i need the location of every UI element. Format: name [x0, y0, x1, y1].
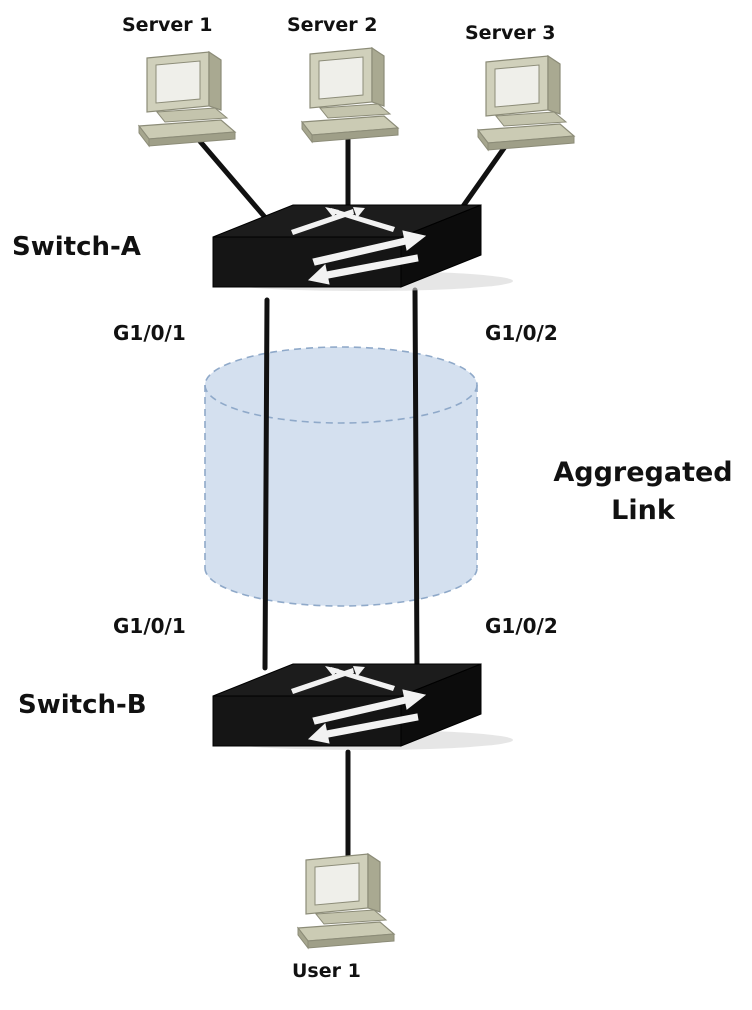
aggregated-link-label: Aggregated Link [548, 454, 738, 530]
switch-b-icon [212, 663, 514, 751]
user-1-computer-icon [297, 853, 395, 949]
aggregated-link-label-line2: Link [611, 495, 675, 526]
switch-a-icon [212, 204, 514, 292]
aggregated-link-label-line1: Aggregated [553, 457, 733, 488]
server-2-computer-icon [301, 47, 399, 143]
switch-b-label: Switch-B [18, 690, 147, 720]
user-1-label: User 1 [292, 960, 361, 982]
server-2-label: Server 2 [287, 14, 378, 36]
cable-g102-link [412, 287, 420, 671]
aggregated-link-cylinder [204, 346, 478, 607]
server-3-label: Server 3 [465, 22, 556, 44]
switch-b-port-left-label: G1/0/1 [113, 614, 186, 638]
server-3-computer-icon [477, 55, 575, 151]
server-1-label: Server 1 [122, 14, 213, 36]
switch-a-label: Switch-A [12, 232, 141, 262]
switch-a-port-right-label: G1/0/2 [485, 321, 558, 345]
server-1-computer-icon [138, 51, 236, 147]
switch-a-port-left-label: G1/0/1 [113, 321, 186, 345]
cable-g101-link [262, 297, 270, 671]
switch-b-port-right-label: G1/0/2 [485, 614, 558, 638]
